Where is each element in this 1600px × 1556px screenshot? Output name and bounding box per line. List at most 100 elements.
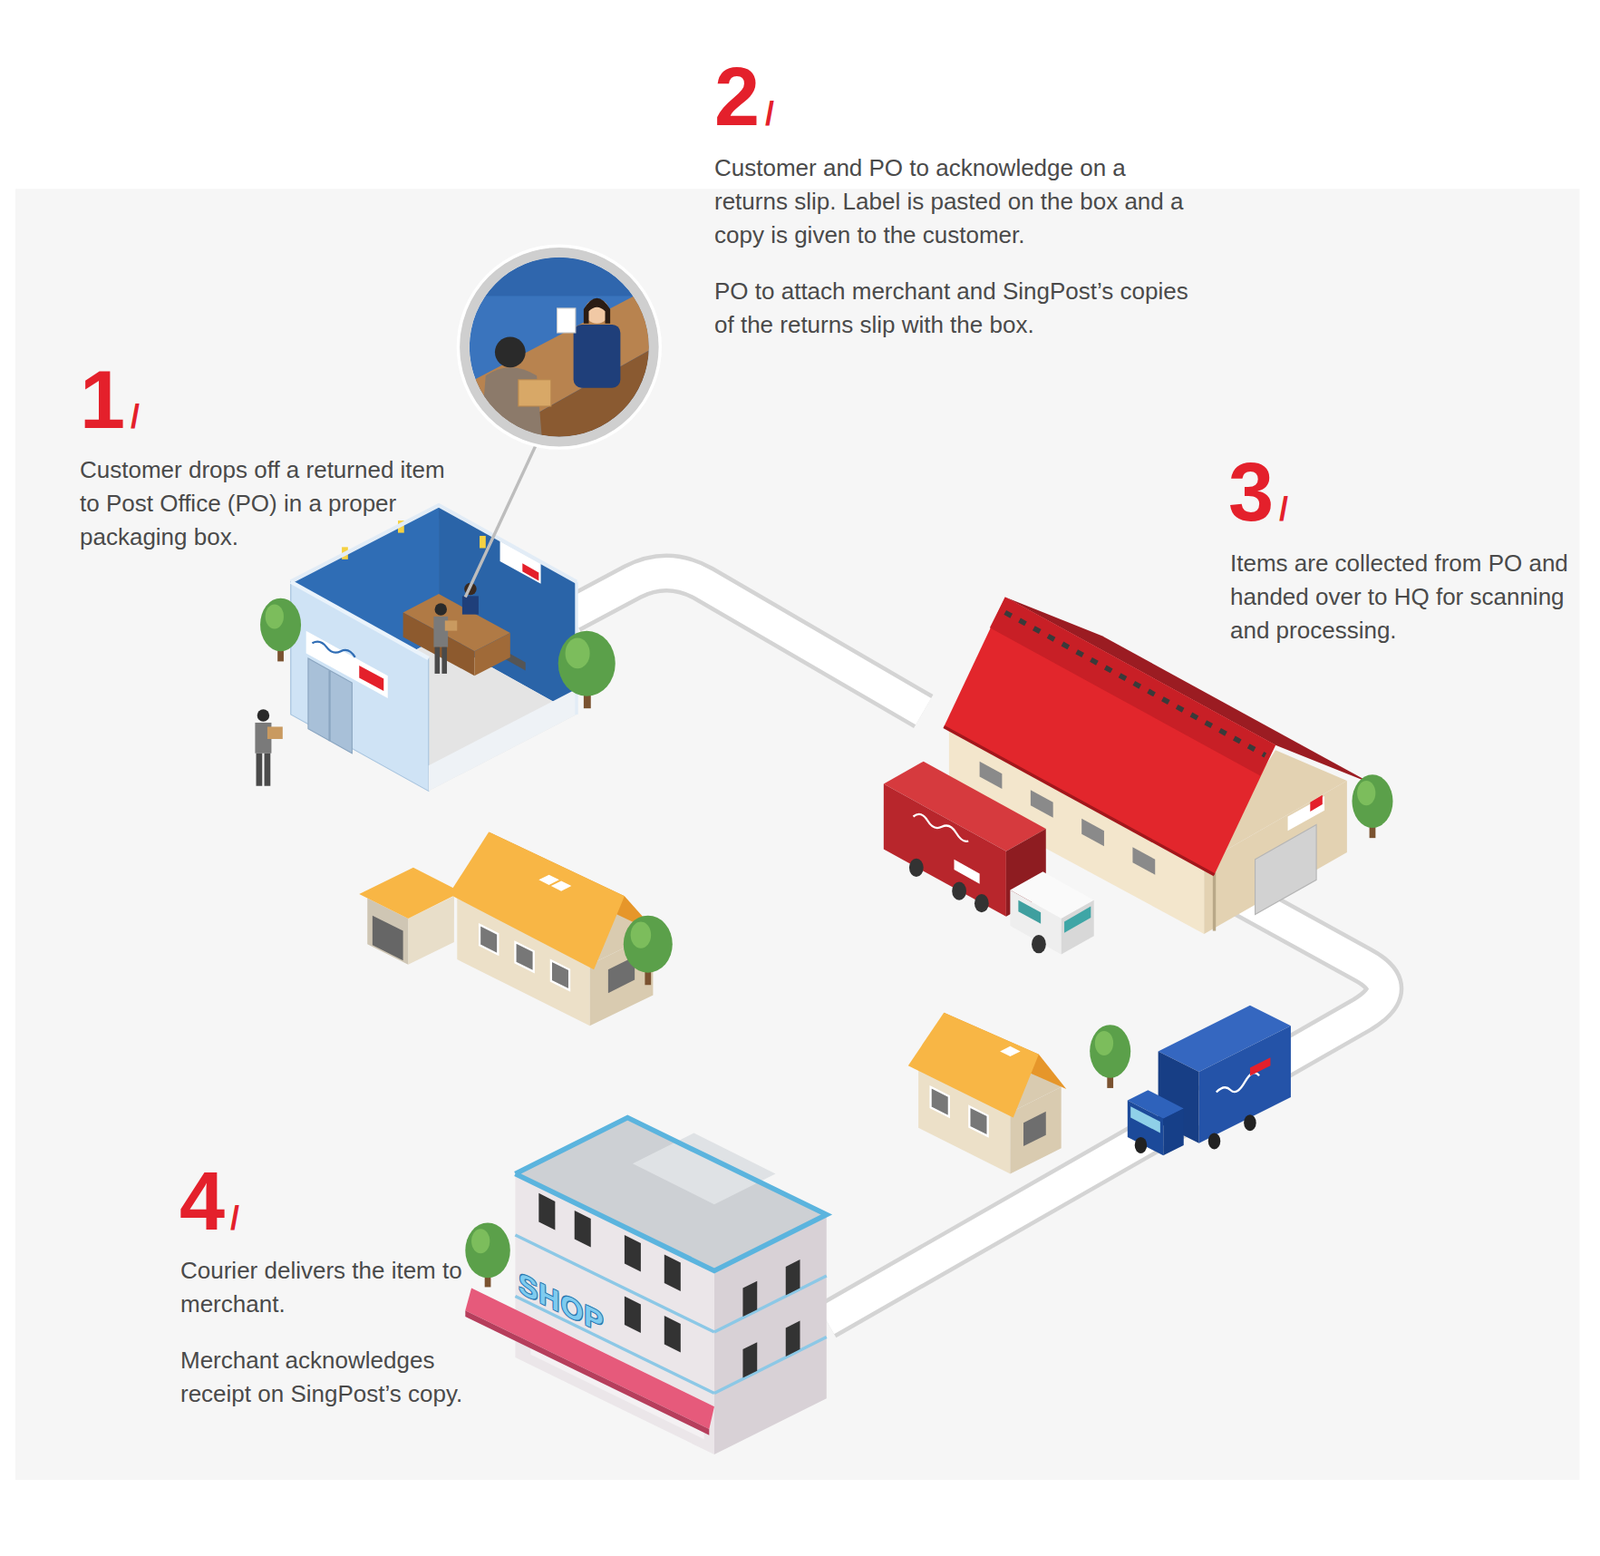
red-truck (1018, 900, 1041, 924)
post-office (428, 688, 577, 792)
step-text: Customer and PO to acknowledge on a retu… (714, 151, 1204, 253)
shop-building (742, 1280, 757, 1317)
shop-building (664, 1253, 681, 1291)
zoom-callout (583, 298, 611, 324)
step-text: Items are collected from PO and handed o… (1230, 546, 1580, 648)
red-truck (912, 814, 969, 842)
shop-building (538, 1192, 555, 1231)
red-truck (951, 882, 967, 901)
post-office (441, 647, 447, 674)
blue-truck (1130, 1105, 1161, 1133)
house-left (372, 915, 404, 961)
warehouse (943, 596, 1373, 933)
customer-figure (256, 753, 263, 786)
house-left (358, 831, 659, 1026)
road (826, 885, 1385, 1321)
blue-truck (1208, 1132, 1222, 1149)
road (826, 885, 1385, 1321)
warehouse (979, 761, 1003, 789)
shop-building (514, 1117, 826, 1271)
zoom-callout (464, 252, 654, 442)
ground-panel (15, 188, 1581, 1480)
red-truck (883, 761, 1095, 955)
post-office (358, 665, 384, 691)
zoom-callout (557, 308, 576, 333)
post-office (474, 632, 510, 676)
shop-building (714, 1337, 827, 1394)
shop-building (624, 1296, 641, 1334)
post-office (328, 670, 330, 742)
blue-truck (1216, 1072, 1260, 1092)
trees (265, 603, 284, 629)
post-office (290, 581, 429, 792)
step-number: 2 (714, 56, 760, 138)
shop-building (785, 1320, 801, 1357)
shop-building (785, 1259, 801, 1295)
trees (465, 1222, 511, 1279)
warehouse (1132, 846, 1155, 874)
shop-building (742, 1341, 757, 1377)
warehouse (1255, 824, 1318, 915)
post-office (311, 641, 355, 658)
post-office (479, 535, 486, 549)
warehouse (1030, 789, 1054, 817)
step-slash: / (765, 97, 775, 131)
house-left (448, 831, 625, 970)
post-office (306, 630, 388, 699)
illustration (15, 188, 1581, 1480)
shop-building (632, 1132, 776, 1204)
zoom-callout (494, 336, 526, 368)
tree-warehouse (1357, 780, 1376, 805)
post-office (522, 562, 539, 581)
blue-truck (1199, 1025, 1291, 1143)
post-office (500, 541, 542, 584)
step-text: Merchant acknowledges receipt on SingPos… (180, 1343, 498, 1411)
red-truck (953, 859, 980, 884)
trees (260, 598, 301, 652)
trees (1095, 1030, 1114, 1056)
customer-figure (257, 708, 271, 722)
red-truck (974, 893, 990, 912)
customer-figure (267, 726, 283, 739)
shop-building (624, 1234, 641, 1272)
warehouse (1081, 818, 1105, 846)
shop-building (514, 1117, 826, 1271)
post-office (435, 647, 441, 674)
house-right (908, 1012, 1039, 1118)
shop-sign: SHOP (518, 1267, 605, 1339)
road (571, 572, 923, 712)
road (571, 572, 923, 712)
house-right (1023, 1111, 1047, 1146)
step-slash: / (130, 400, 140, 434)
step-number: 1 (79, 358, 126, 441)
blue-truck (1250, 1056, 1271, 1076)
step-number: 4 (179, 1160, 225, 1242)
zoom-callout (518, 379, 552, 407)
blue-truck (1134, 1136, 1148, 1154)
house-left (551, 960, 570, 990)
blue-truck (1127, 1005, 1291, 1155)
shop-building (664, 1315, 681, 1353)
step-slash: / (1279, 493, 1289, 526)
house-right (969, 1105, 988, 1136)
customer-figure (254, 708, 282, 786)
red-truck (909, 858, 924, 877)
house-right (999, 1046, 1021, 1057)
red-truck (1031, 934, 1047, 953)
tree-warehouse (1351, 774, 1393, 838)
shop-building (465, 1117, 826, 1455)
house-left (514, 941, 534, 972)
zoom-callout (448, 245, 674, 597)
zoom-callout (465, 438, 539, 597)
house-left (479, 924, 498, 955)
post-office (290, 581, 429, 659)
post-office (290, 504, 577, 791)
post-office (445, 620, 458, 631)
red-truck (1064, 906, 1091, 933)
ground-panel (15, 188, 1581, 1480)
step-text: Customer drops off a returned item to Po… (79, 453, 452, 554)
warehouse (1309, 795, 1323, 812)
tree-warehouse (1351, 774, 1393, 828)
